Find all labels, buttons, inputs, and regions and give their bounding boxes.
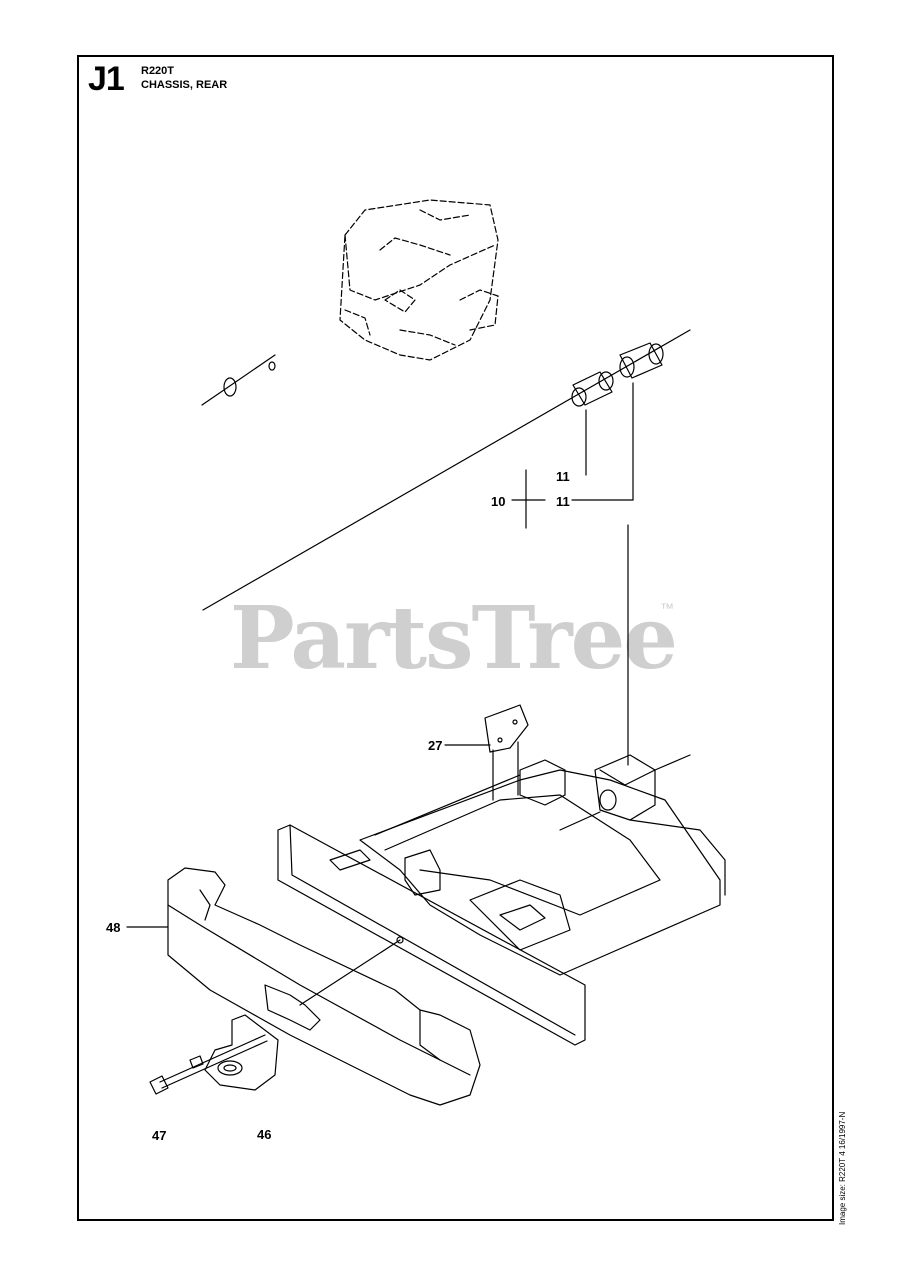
chassis-frame	[329, 754, 726, 976]
watermark-trademark: ™	[660, 600, 674, 616]
diagram-title: CHASSIS, REAR	[141, 79, 228, 91]
washer-pin-parts	[201, 354, 276, 406]
callout-47: 47	[152, 1128, 167, 1143]
hitch-bolt	[149, 1034, 268, 1095]
callout-11-lower: 11	[556, 494, 570, 509]
model-label: R220T	[141, 65, 175, 77]
callout-46: 46	[257, 1127, 272, 1142]
section-code: J1	[88, 60, 125, 98]
bushing-parts	[571, 342, 664, 407]
diagram-frame	[77, 55, 834, 1221]
rear-beam	[277, 824, 586, 1046]
bracket-part	[484, 704, 529, 801]
image-id-label: Image size: R220T 4 16/1997-N	[838, 1111, 847, 1225]
hitch-plate	[204, 1014, 279, 1091]
axis-line	[202, 329, 691, 611]
upper-bracket-assembly	[339, 199, 499, 361]
watermark: PartsTree	[230, 588, 678, 689]
callout-11-upper: 11	[556, 469, 570, 484]
callout-27: 27	[428, 738, 443, 753]
leader-lines	[126, 382, 634, 928]
rear-bumper	[167, 867, 481, 1106]
callout-48: 48	[106, 920, 121, 935]
callout-10: 10	[491, 494, 506, 509]
